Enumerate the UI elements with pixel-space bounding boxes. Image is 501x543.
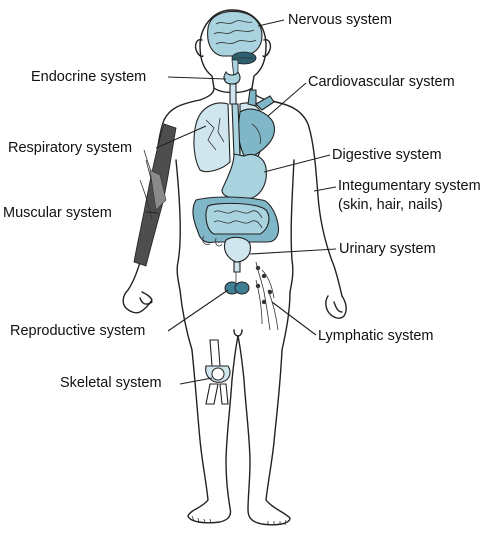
label-reproductive-system: Reproductive system — [10, 323, 146, 339]
leader-integumentary — [313, 186, 337, 192]
label-respiratory-system: Respiratory system — [8, 140, 133, 156]
label-cardiovascular-system: Cardiovascular system — [308, 74, 455, 90]
label-nervous-system: Nervous system — [288, 12, 392, 28]
brain — [207, 10, 263, 79]
leader-lines — [145, 19, 337, 385]
leader-nervous — [257, 19, 285, 27]
muscle-fibers — [133, 123, 177, 267]
heart — [237, 89, 276, 161]
digestive-tract — [192, 103, 280, 247]
leader-digestive — [263, 154, 331, 173]
knee-bones — [205, 339, 231, 405]
label-urinary-system: Urinary system — [339, 241, 436, 257]
leader-muscular — [145, 211, 159, 214]
leader-skeletal — [179, 377, 213, 385]
label-skeletal-system: Skeletal system — [60, 375, 162, 391]
label-lymphatic-system: Lymphatic system — [318, 328, 434, 344]
leader-respiratory — [155, 125, 207, 149]
reproductive-organs — [224, 272, 250, 295]
leader-endocrine — [167, 76, 227, 80]
thyroid — [223, 70, 241, 85]
label-endocrine-system: Endocrine system — [31, 69, 147, 85]
label-integumentary-detail: (skin, hair, nails) — [338, 197, 443, 213]
leader-cardiovascular — [267, 82, 307, 117]
trachea — [229, 83, 237, 105]
leader-urinary — [249, 248, 337, 255]
label-integumentary-system: Integumentary system — [338, 178, 481, 194]
leader-reproductive — [167, 289, 229, 332]
label-muscular-system: Muscular system — [3, 205, 112, 221]
bladder — [223, 236, 251, 273]
label-digestive-system: Digestive system — [332, 147, 442, 163]
lymph-vessels — [255, 261, 279, 331]
leader-lymphatic — [271, 301, 317, 336]
